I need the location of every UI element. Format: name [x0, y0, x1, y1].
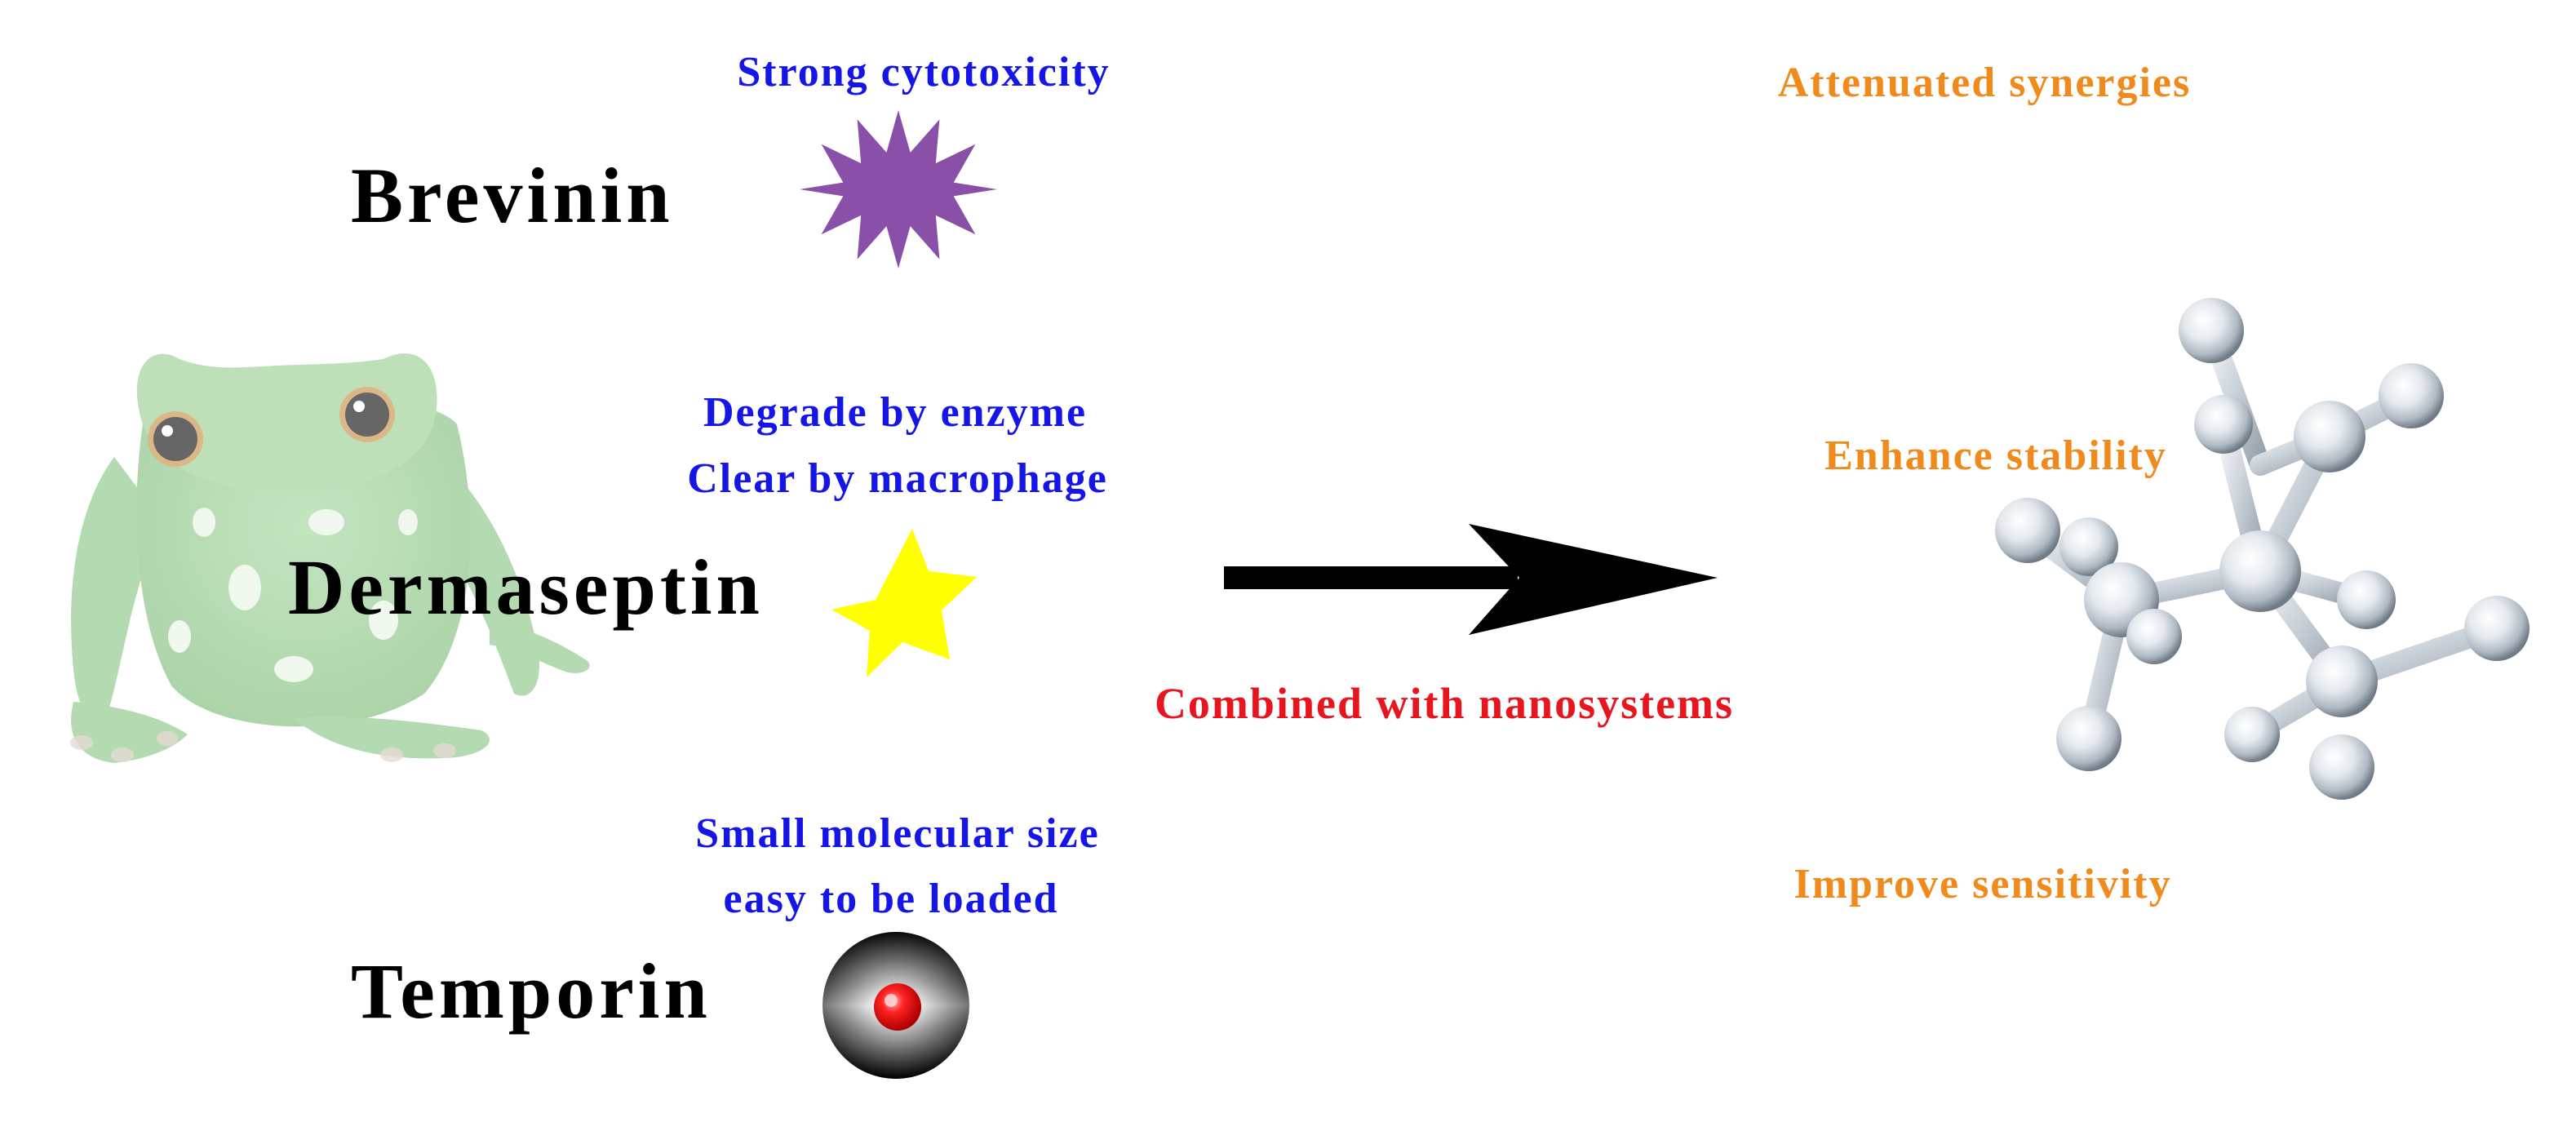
- right-arrow-icon: [1224, 524, 1718, 635]
- temporin-note-loaded: easy to be loaded: [724, 876, 1059, 922]
- yellow-star-icon: [831, 529, 977, 677]
- dermaseptin-label: Dermaseptin: [288, 543, 764, 631]
- sphere-red-core-icon: [822, 932, 969, 1079]
- frog-illustration: [70, 353, 590, 763]
- glass-molecule-model: [1995, 298, 2529, 800]
- improve-sensitivity-label: Improve sensitivity: [1793, 861, 2171, 907]
- frog-fade-overlay: [33, 343, 604, 783]
- dermaseptin-note-macrophage: Clear by macrophage: [687, 455, 1108, 502]
- purple-burst-star-icon: [800, 110, 997, 268]
- brevinin-label: Brevinin: [351, 152, 674, 239]
- brevinin-note-cytotoxicity: Strong cytotoxicity: [737, 49, 1110, 95]
- attenuated-synergies-label: Attenuated synergies: [1778, 60, 2192, 106]
- temporin-note-size: Small molecular size: [695, 810, 1099, 857]
- combined-with-nanosystems-label: Combined with nanosystems: [1155, 679, 1734, 728]
- temporin-label: Temporin: [351, 947, 712, 1035]
- dermaseptin-note-enzyme: Degrade by enzyme: [703, 389, 1087, 436]
- enhance-stability-label: Enhance stability: [1824, 432, 2167, 479]
